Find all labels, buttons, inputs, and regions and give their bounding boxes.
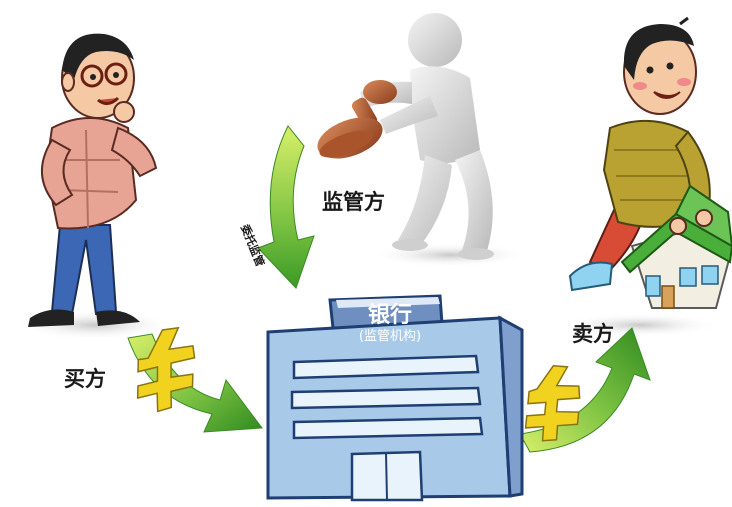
buyer-label: 买方 <box>64 367 106 391</box>
supervisor-label: 监管方 <box>322 190 385 214</box>
bank-sign: 银行 (监管机构) <box>340 301 440 351</box>
stamp-icon <box>317 80 397 159</box>
house-icon <box>620 184 732 309</box>
seller-label: 卖方 <box>572 322 614 346</box>
buyer-figure <box>15 33 175 340</box>
bank-name: 银行 <box>367 303 412 328</box>
yen-icon <box>524 365 581 442</box>
delegate-arrow <box>257 125 315 289</box>
supervisor-figure <box>360 13 530 267</box>
bank-building <box>266 294 524 502</box>
yen-icon <box>136 326 196 413</box>
bank-subtitle: (监管机构) <box>358 329 422 344</box>
